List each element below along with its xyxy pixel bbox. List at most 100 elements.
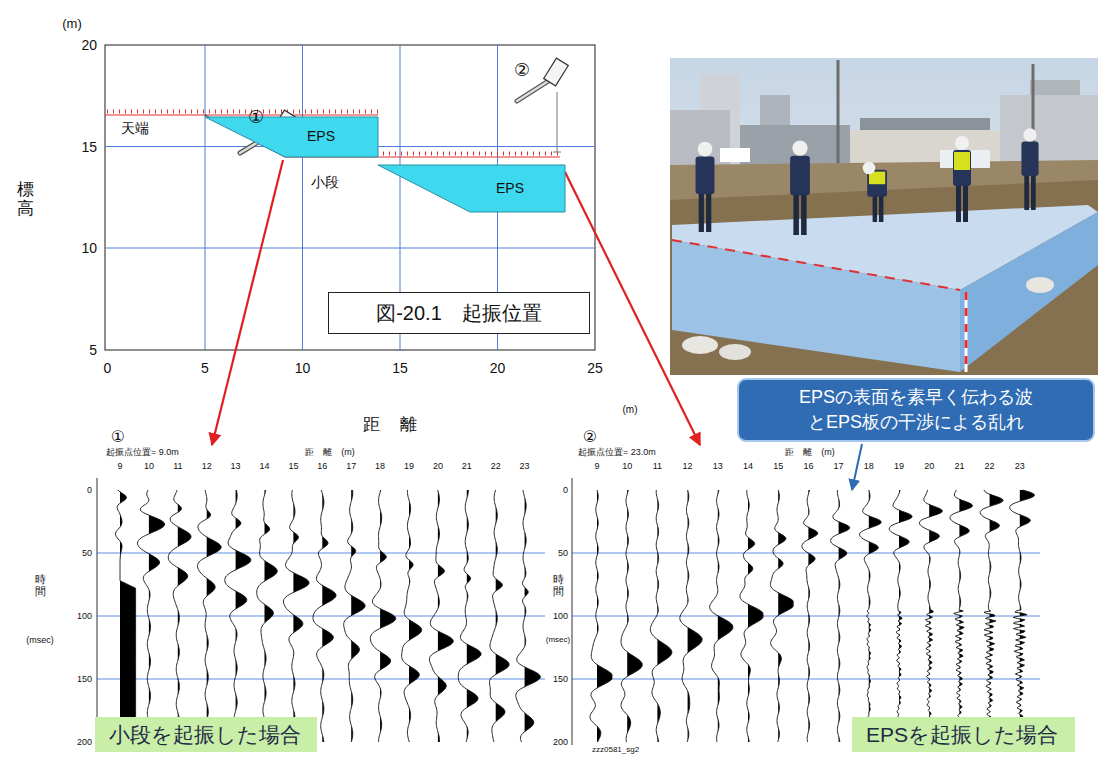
trace-fill [438, 490, 453, 742]
label: 22 [985, 461, 995, 471]
site-photo [801, 193, 807, 235]
label: 21 [462, 461, 472, 471]
site-photo [790, 156, 810, 196]
label: 22 [491, 461, 501, 471]
result-label: EPSを起振した場合 [852, 717, 1075, 752]
site-photo [719, 344, 751, 360]
axis-title: 標高 [17, 181, 34, 218]
site-photo [1021, 128, 1038, 210]
trace-line [860, 490, 882, 742]
callout-box-text: EPSの表面を素早く伝わる波 とEPS板の干渉による乱れ [749, 385, 1083, 435]
site-photo [760, 95, 790, 127]
trace-line [516, 490, 541, 742]
record-grid [572, 478, 573, 745]
trace-line [225, 490, 251, 742]
label: 11 [653, 461, 662, 471]
trace-fill [409, 490, 422, 742]
label: 5 [201, 360, 209, 376]
eps-outline [378, 165, 565, 212]
eps-fill [378, 165, 565, 212]
site-photo [860, 118, 990, 132]
plot-area [205, 45, 206, 350]
record-grid [572, 616, 1040, 617]
caption-box: 図-20.1 起振位置 [328, 292, 590, 334]
eps-block: EPS [378, 165, 565, 212]
trace-fill [748, 490, 763, 742]
label: 10 [622, 461, 632, 471]
label: 21 [954, 461, 964, 471]
trace-line [370, 490, 395, 742]
trace-line [458, 490, 481, 742]
trace-fill [380, 490, 396, 742]
site-photo [965, 292, 968, 372]
plot-area [105, 45, 595, 350]
label: 19 [404, 461, 414, 471]
result-label: 小段を起振した場合 [95, 717, 317, 752]
site-photo [956, 184, 961, 222]
trace-line [710, 490, 733, 742]
site-photo [863, 162, 887, 222]
label: 13 [231, 461, 241, 471]
label: 150 [553, 674, 568, 684]
trace-line [344, 490, 365, 742]
record-grid [97, 478, 98, 745]
eps-outline [205, 117, 378, 157]
label: 17 [346, 461, 356, 471]
trace-fill [351, 490, 365, 742]
trace-line [802, 490, 818, 742]
label: ① [248, 107, 264, 128]
site-photo [954, 152, 970, 170]
label: 15 [81, 138, 97, 154]
record-grid [97, 478, 1040, 745]
site-photo [699, 192, 704, 232]
label: 20 [433, 461, 443, 471]
site-photo [672, 240, 960, 290]
plot-area [105, 45, 595, 350]
trace-line [115, 490, 135, 742]
plot-area [105, 45, 595, 350]
ground-surface [107, 110, 378, 114]
label: 23 [1015, 461, 1025, 471]
record-grid [97, 679, 545, 680]
site-photo [960, 212, 1098, 372]
trace-line [402, 490, 422, 742]
trace-line [740, 490, 763, 742]
label: ② [583, 428, 597, 446]
label: 16 [317, 461, 327, 471]
trace-line [313, 490, 336, 742]
trace-fill [207, 490, 221, 742]
site-photo [1026, 277, 1054, 293]
site-photo [720, 148, 750, 162]
label: 100 [553, 611, 568, 621]
label: 0 [104, 360, 112, 376]
trace-line [680, 490, 702, 742]
trace-line [1010, 490, 1035, 742]
label: 15 [773, 461, 783, 471]
site-photo [1021, 142, 1038, 176]
label: 19 [894, 461, 904, 471]
label: 150 [77, 674, 92, 684]
label: 0 [87, 485, 92, 495]
trace-fill [627, 490, 642, 742]
trace-line [980, 490, 1003, 742]
label: 16 [803, 461, 813, 471]
label: 17 [834, 461, 844, 471]
label: 5 [89, 341, 97, 357]
trace-line [590, 490, 612, 742]
material-label: EPS [496, 180, 524, 196]
site-photo [792, 140, 807, 155]
site-photo [965, 292, 968, 372]
label: 20 [490, 360, 506, 376]
plot-area [302, 45, 303, 350]
label: 12 [202, 461, 212, 471]
trace-line [489, 490, 509, 742]
ground-surface [105, 114, 378, 115]
label: 距離 [363, 415, 438, 435]
label: zzz0581_sg2 [590, 745, 641, 754]
trace-line [889, 490, 912, 742]
result-label-text: EPSを起振した場合 [866, 721, 1058, 748]
material-label: EPS [307, 128, 335, 144]
label: 200 [553, 737, 568, 747]
site-photo [672, 240, 960, 372]
